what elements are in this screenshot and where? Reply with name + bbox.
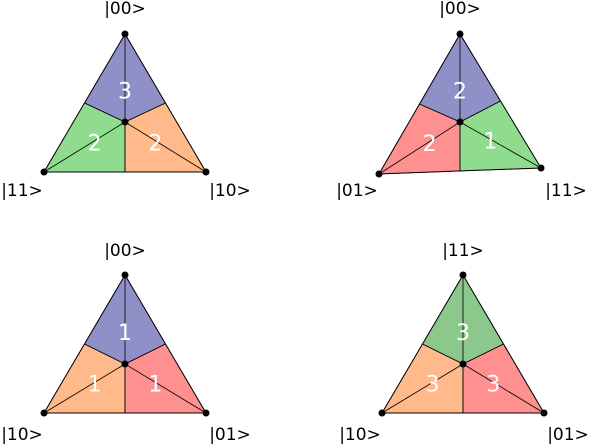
vertex-dot bbox=[40, 168, 48, 176]
vertex-dot bbox=[202, 168, 210, 176]
vertex-label-left: |11> bbox=[1, 181, 43, 201]
simplex-outline bbox=[378, 33, 542, 175]
center-to-midpoint-line bbox=[84, 102, 126, 123]
vertex-dot bbox=[537, 164, 545, 172]
center-to-midpoint-line bbox=[462, 343, 504, 365]
center-to-vertex-line bbox=[462, 363, 545, 414]
vertex-label-left: |10> bbox=[1, 425, 43, 445]
simplex-panel-2: 2 2 1 |00> |01> |11> bbox=[336, 0, 587, 201]
center-dot bbox=[456, 118, 464, 126]
region-number-right: 1 bbox=[148, 373, 162, 398]
vertex-dot bbox=[121, 271, 129, 279]
center-to-vertex-line bbox=[381, 363, 464, 414]
center-to-vertex-line bbox=[378, 121, 461, 175]
center-to-midpoint-line bbox=[459, 100, 501, 123]
vertex-label-right: |10> bbox=[209, 181, 251, 201]
center-to-midpoint-line bbox=[124, 102, 166, 123]
vertex-dot bbox=[459, 271, 467, 279]
region-number-left: 2 bbox=[88, 131, 102, 156]
center-dot bbox=[459, 360, 467, 368]
vertex-label-right: |01> bbox=[547, 425, 589, 445]
vertex-dot bbox=[378, 409, 386, 417]
vertex-label-right: |01> bbox=[209, 425, 251, 445]
vertex-label-top: |00> bbox=[439, 0, 481, 19]
center-to-vertex-line bbox=[43, 121, 126, 173]
vertex-label-top: |00> bbox=[104, 241, 146, 261]
vertex-dot bbox=[540, 409, 548, 417]
center-to-midpoint-line bbox=[124, 343, 166, 365]
center-to-midpoint-line bbox=[422, 343, 464, 365]
center-to-vertex-line bbox=[124, 121, 207, 173]
center-to-vertex-line bbox=[43, 363, 126, 414]
simplex-panel-4: 3 3 3 |11> |10> |01> bbox=[339, 241, 589, 445]
region-number-left: 3 bbox=[426, 373, 440, 398]
simplex-panel-1: 3 2 2 |00> |11> |10> bbox=[1, 0, 251, 201]
center-dot bbox=[121, 360, 129, 368]
simplex-outline bbox=[43, 274, 207, 414]
center-dot bbox=[121, 118, 129, 126]
region-number-top: 2 bbox=[453, 79, 467, 104]
vertex-label-top: |00> bbox=[104, 0, 146, 19]
vertex-dot bbox=[456, 30, 464, 38]
region-number-right: 3 bbox=[486, 373, 500, 398]
center-to-vertex-line bbox=[124, 363, 207, 414]
region-number-left: 1 bbox=[88, 373, 102, 398]
center-to-midpoint-line bbox=[84, 343, 126, 365]
vertex-dot bbox=[202, 409, 210, 417]
vertex-dot bbox=[121, 30, 129, 38]
region-number-left: 2 bbox=[423, 132, 437, 157]
region-number-top: 3 bbox=[118, 80, 132, 105]
simplex-outline bbox=[43, 33, 207, 173]
vertex-label-top: |11> bbox=[442, 241, 484, 261]
vertex-dot bbox=[40, 409, 48, 417]
region-number-top: 1 bbox=[118, 321, 132, 346]
vertex-dot bbox=[375, 170, 383, 178]
region-number-right: 2 bbox=[148, 131, 162, 156]
vertex-label-right: |11> bbox=[545, 181, 587, 201]
center-to-midpoint-line bbox=[419, 103, 461, 123]
center-to-vertex-line bbox=[459, 121, 542, 169]
vertex-label-left: |10> bbox=[339, 425, 381, 445]
simplex-panel-3: 1 1 1 |00> |10> |01> bbox=[1, 241, 251, 445]
simplex-outline bbox=[381, 274, 545, 414]
region-number-right: 1 bbox=[483, 130, 497, 155]
region-number-top: 3 bbox=[456, 321, 470, 346]
vertex-label-left: |01> bbox=[336, 181, 378, 201]
